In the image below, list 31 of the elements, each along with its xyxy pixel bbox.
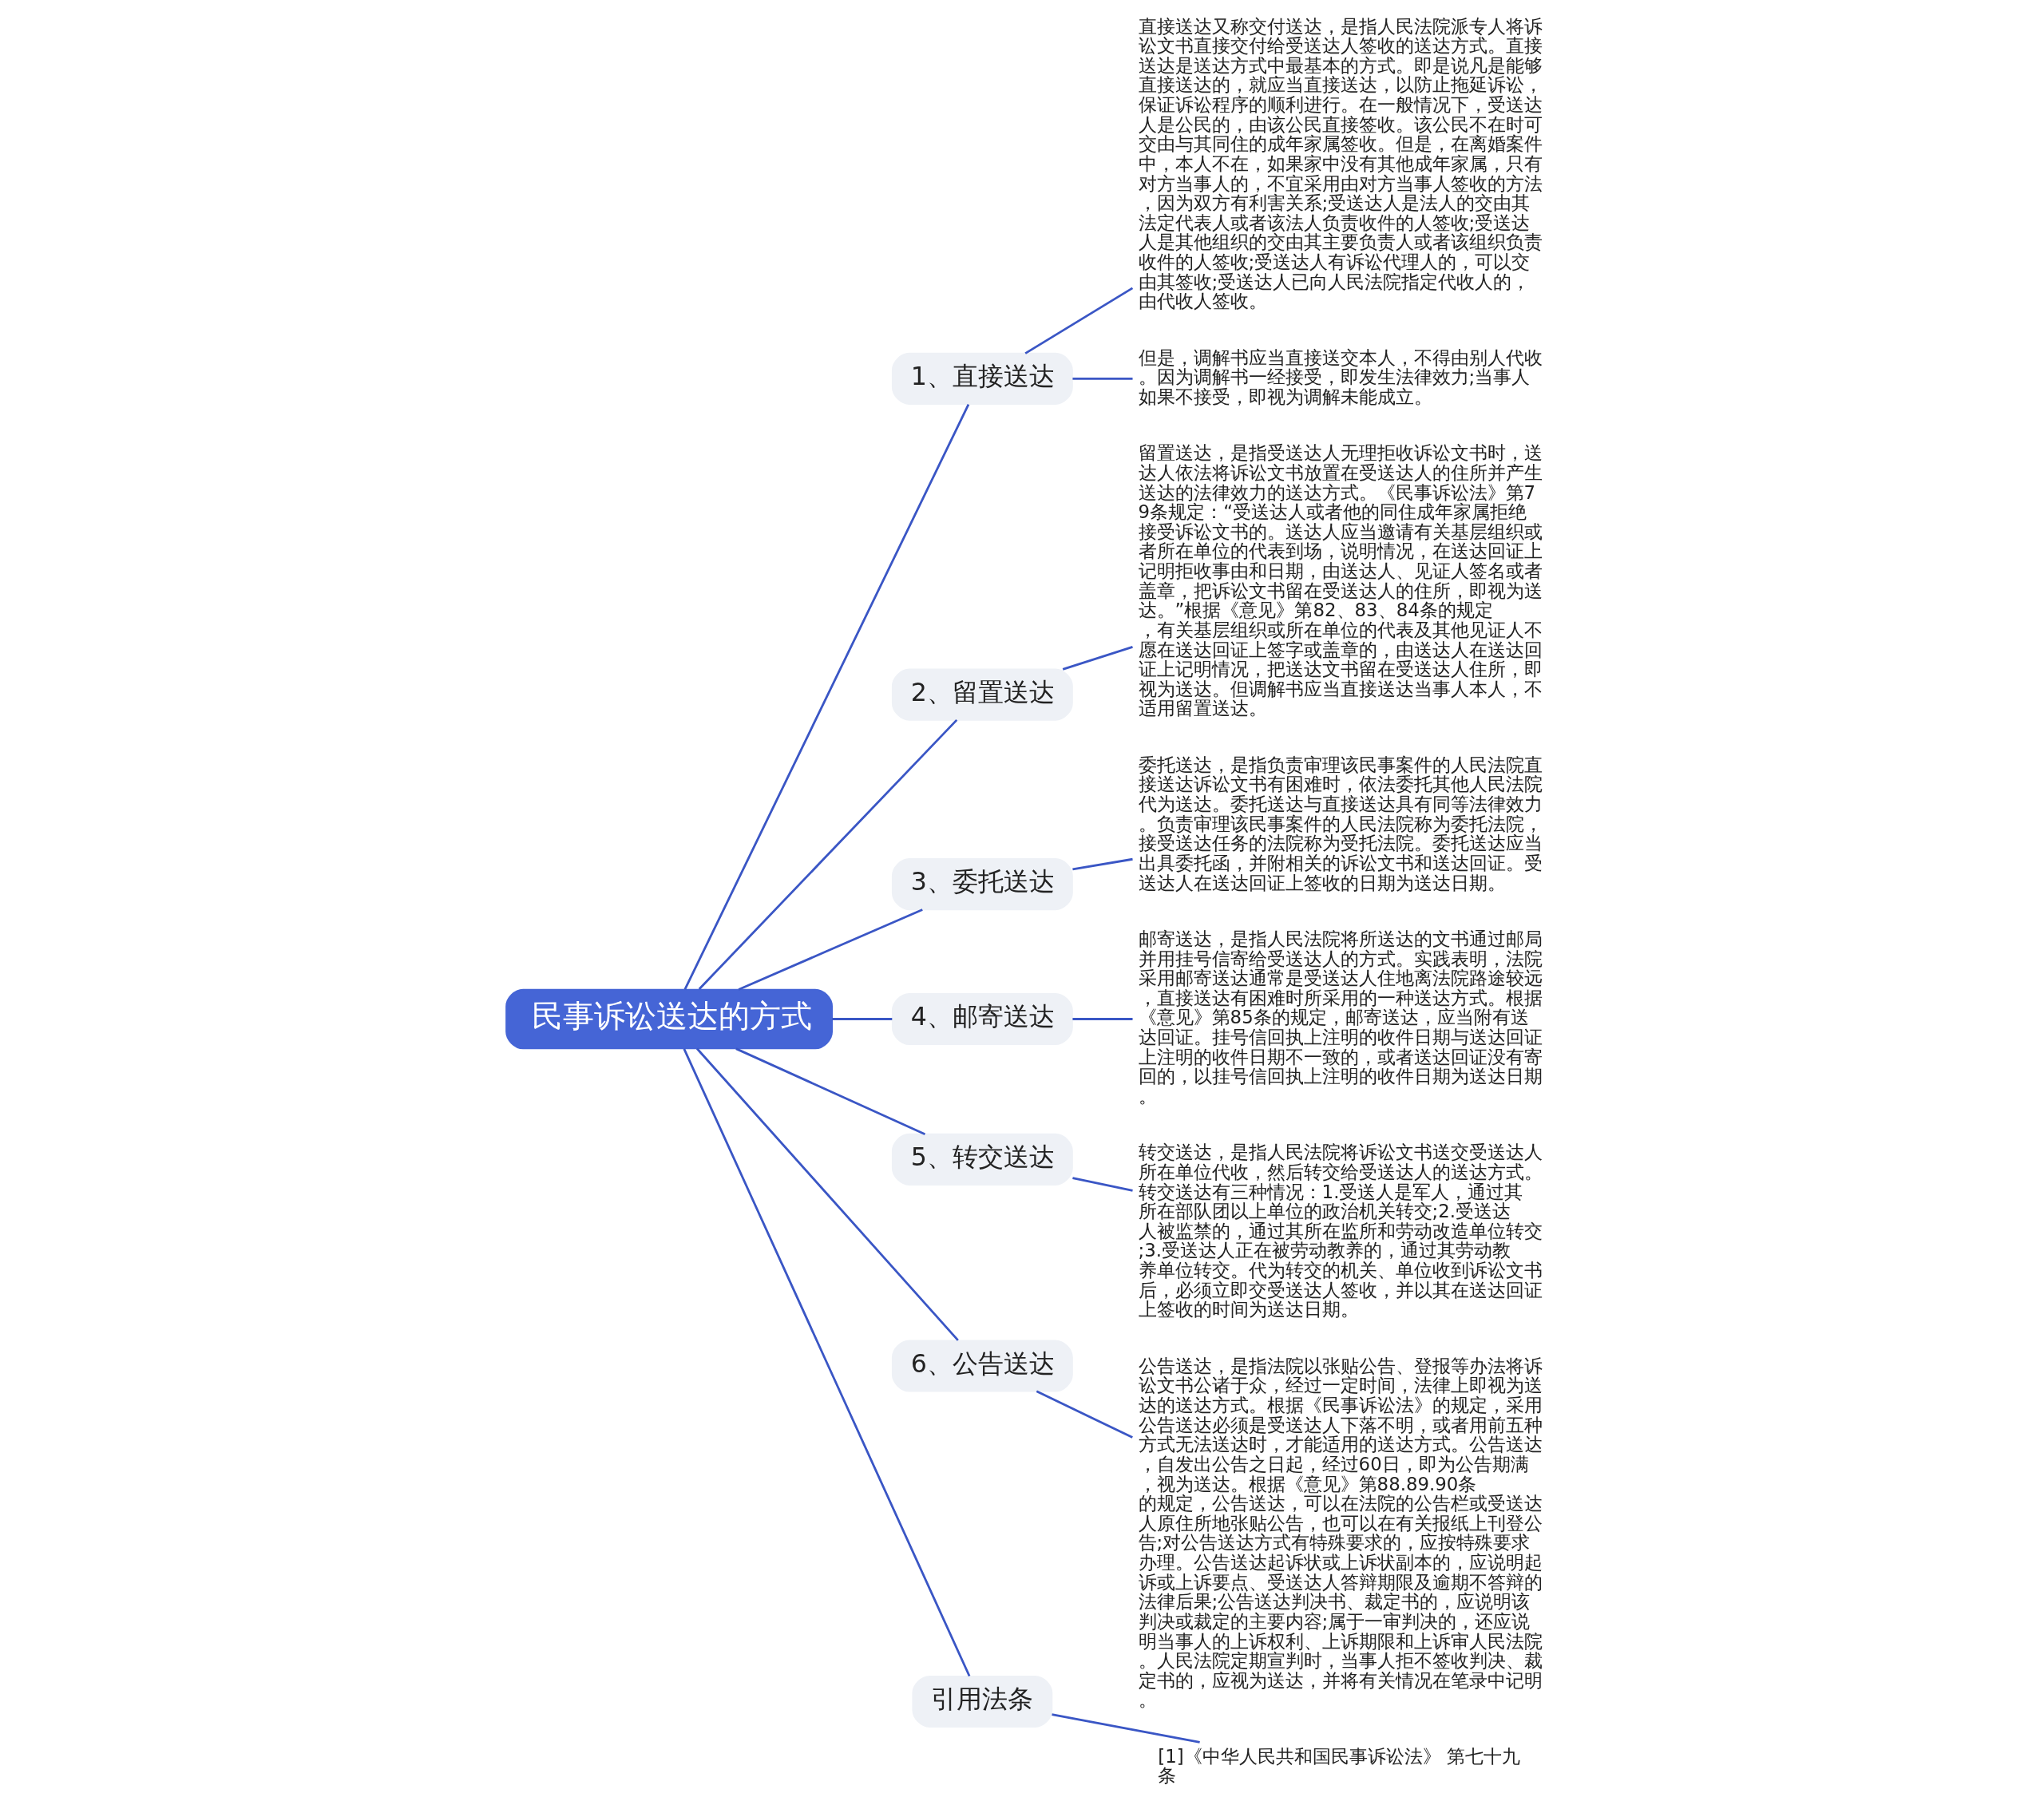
connector: [1024, 287, 1133, 354]
node-box: 5、转交送达: [891, 1133, 1073, 1186]
connector: [1051, 1713, 1200, 1744]
node-box: 3、委托送达: [891, 858, 1073, 911]
connector: [1072, 1018, 1133, 1020]
node-text: 直接送达又称交付送达，是指人民法院派专人将诉讼文书直接交付给受送达人签收的送达方式。直接送达是送达方式中最基本的方式。即是说凡是能够直接送达的，就应当直接送达，以防止拖延诉讼，保证诉讼程序的顺利进行。在一般情况下，受送达人是公民的，由该公民直接签收。该公民不在时可交由与其同住的成年家属签收。但是，在离婚案件中，本人不在，如果家中没有其他成年家属，只有对方当事人的，不宜采用由对方当事人签收的方法，因为双方有利害关系;受送达人是法人的交由其法定代表人或者该法人负责收件的人签收;受送达人是其他组织的交由其主要负责人或者该组织负责收件的人签收;受送达人有诉讼代理人的，可以交由其签收;受送达人已向人民法院指定代收人的，由代收人签收。: [1138, 15, 1543, 312]
node-text: 留置送达，是指受送达人无理拒收诉讼文书时，送达人依法将诉讼文书放置在受送达人的住所并产生送达的法律效力的送达方式。《民事诉讼法》第79条规定：“受送达人或者他的同住成年家属拒绝接受诉讼文书的。送达人应当邀请有关基层组织或者所在单位的代表到场，说明情况，在送达回证上记明拒收事由和日期，由送达人、见证人签名或者盖章，把诉讼文书留在受送达人的住所，即视为送达。”根据《意见》第82、83、84条的规定，有关基层组织或所在单位的代表及其他见证人不愿在送达回证上签字或盖章的，由送达人在送达回证上记明情况，把送达文书留在受送达人住所，即视为送达。但调解书应当直接送达当事人本人，不适用留置送达。: [1138, 442, 1543, 719]
connector: [1072, 377, 1133, 380]
connector: [735, 1047, 925, 1135]
node-text: 公告送达，是指法院以张贴公告、登报等办法将诉讼文书公诸于众，经过一定时间，法律上即视为送达的送达方式。根据《民事诉讼法》的规定，采用公告送达必须是受送达人下落不明，或者用前五种方式无法送达时，才能适用的送达方式。公告送达，自发出公告之日起，经过60日，即为公告期满，视为送达。根据《意见》第88.89.90条的规定，公告送达，可以在法院的公告栏或受送达人原住所地张贴公告，也可以在有关报纸上刊登公告;对公告送达方式有特殊要求的，应按特殊要求办理。公告送达起诉状或上诉状副本的，应说明起诉或上诉要点、受送达人答辩期限及逾期不答辩的法律后果;公告送达判决书、裁定书的，应说明该判决或裁定的主要内容;属于一审判决的，还应说明当事人的上诉权利、上诉期限和上诉审人民法院。人民法院定期宣判时，当事人拒不签收判决、裁定书的，应视为送达，并将有关情况在笔录中记明。: [1138, 1355, 1543, 1711]
connector: [698, 718, 957, 990]
node-box: 2、留置送达: [891, 668, 1073, 721]
node-box: 民事诉讼送达的方式: [505, 988, 833, 1050]
node-text: 转交送达，是指人民法院将诉讼文书送交受送达人所在单位代收，然后转交给受送达人的送达方式。转交送达有三种情况：1.受送人是军人，通过其所在部队团以上单位的政治机关转交;2.受送达人被监禁的，通过其所在监所和劳动改造单位转交;3.受送达人正在被劳动教养的，通过其劳动教养单位转交。代为转交的机关、单位收到诉讼文书后，必须立即交受送达人签收，并以其在送达回证上签收的时间为送达日期。: [1138, 1142, 1543, 1320]
node-box: 4、邮寄送达: [891, 992, 1073, 1046]
node-box: 6、公告送达: [891, 1340, 1073, 1392]
connector: [1062, 646, 1133, 671]
connector: [1072, 1177, 1133, 1192]
node-text: 委托送达，是指负责审理该民事案件的人民法院直接送达诉讼文书有困难时，依法委托其他人民法院代为送达。委托送达与直接送达具有同等法律效力。负责审理该民事案件的人民法院称为委托法院，接受送达任务的法院称为受托法院。委托送达应当出具委托函，并附相关的诉讼文书和送达回证。受送达人在送达回证上签收的日期为送达日期。: [1138, 754, 1543, 893]
node-text: 但是，调解书应当直接送交本人，不得由别人代收。因为调解书一经接受，即发生法律效力;当事人如果不接受，即视为调解未能成立。: [1138, 346, 1543, 407]
connector: [831, 1018, 892, 1020]
node-box: 1、直接送达: [891, 352, 1073, 405]
connector: [695, 1047, 959, 1341]
node-text: [1]《中华人民共和国民事诉讼法》 第七十九条: [1157, 1745, 1520, 1787]
connector: [683, 1048, 970, 1677]
connector: [738, 908, 923, 991]
connector: [1036, 1390, 1133, 1439]
connector: [683, 403, 969, 991]
connector: [1072, 857, 1133, 871]
node-box: 引用法条: [911, 1675, 1052, 1728]
node-text: 邮寄送达，是指人民法院将所送达的文书通过邮局并用挂号信寄给受送达人的方式。实践表明，法院采用邮寄送达通常是受送达人住地离法院路途较远，直接送达有困难时所采用的一种送达方式。根据《意见》第85条的规定，邮寄送达，应当附有送达回证。挂号信回执上注明的收件日期与送达回证上注明的收件日期不一致的，或者送达回证没有寄回的，以挂号信回执上注明的收件日期为送达日期。: [1138, 928, 1543, 1106]
